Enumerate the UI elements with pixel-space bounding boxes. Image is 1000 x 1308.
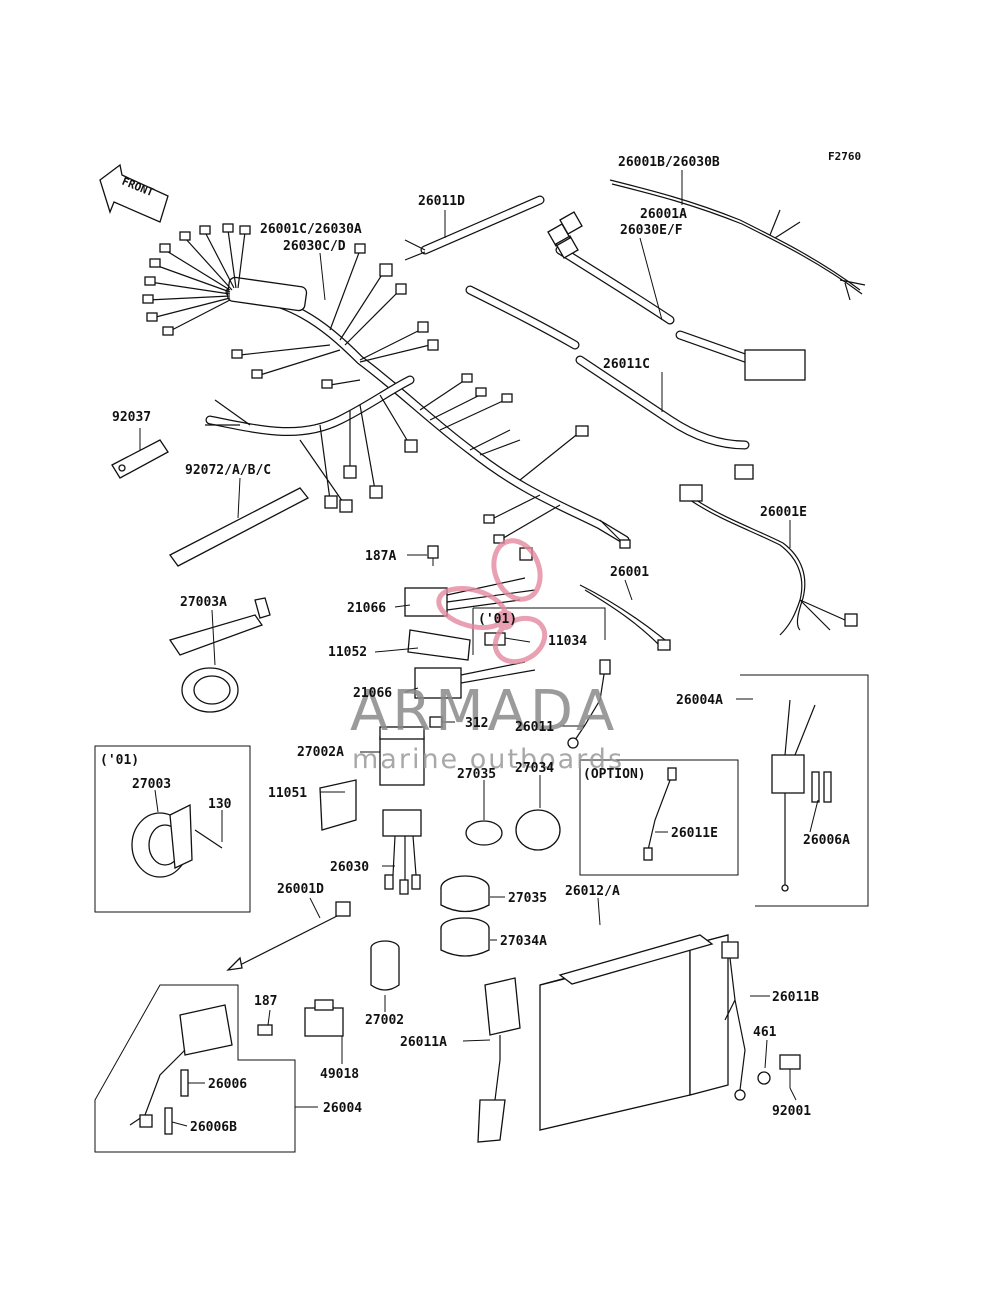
sub-harness-26001 xyxy=(579,584,671,651)
part-461-washer xyxy=(757,1071,771,1085)
label-26004a: 26004A xyxy=(676,693,723,708)
label-27034a: 27034A xyxy=(500,934,547,949)
label-92037: 92037 xyxy=(112,410,151,425)
part-26011b-cable xyxy=(721,941,746,1101)
label-187a: 187A xyxy=(365,549,396,564)
label-01-box: ('01) xyxy=(100,753,139,768)
part-26012-battery xyxy=(539,934,729,1131)
label-26011c: 26011C xyxy=(603,357,650,372)
sub-harness-26001e xyxy=(679,484,858,636)
part-92037-clamp xyxy=(111,439,169,479)
part-49018-relay xyxy=(304,999,344,1037)
label-27003a: 27003A xyxy=(180,595,227,610)
label-26001c-26030a: 26001C/26030A xyxy=(260,222,362,237)
label-26001b-26030b: 26001B/26030B xyxy=(618,155,720,170)
armada-logo-mark xyxy=(436,538,548,665)
group-26004a-box xyxy=(740,674,869,907)
part-27034-unit xyxy=(515,809,561,851)
bracket-21066-group xyxy=(472,607,606,655)
armada-watermark: ARMADA marine outboards xyxy=(350,538,624,775)
label-21066-bottom: 21066 xyxy=(353,686,392,701)
label-26011b: 26011B xyxy=(772,990,819,1005)
part-26001d-lead xyxy=(226,901,351,971)
sub-harness-26001a xyxy=(547,211,806,381)
label-26030c-d: 26030C/D xyxy=(283,239,346,254)
label-26006b: 26006B xyxy=(190,1120,237,1135)
label-26006: 26006 xyxy=(208,1077,247,1092)
label-26011a: 26011A xyxy=(400,1035,447,1050)
part-27035-band-top xyxy=(465,820,503,846)
part-11052-bracket xyxy=(407,629,471,661)
front-direction-arrow: FRONT xyxy=(99,163,169,223)
label-26012-a: 26012/A xyxy=(565,884,620,899)
label-11051: 11051 xyxy=(268,786,307,801)
part-11051-bracket xyxy=(319,779,357,831)
part-27002-relay xyxy=(370,940,400,991)
label-26030e-f: 26030E/F xyxy=(620,223,683,238)
label-27035-top: 27035 xyxy=(457,767,496,782)
label-92072: 92072/A/B/C xyxy=(185,463,271,478)
label-187: 187 xyxy=(254,994,277,1009)
part-26011-cable xyxy=(567,659,611,749)
label-11034: 11034 xyxy=(548,634,587,649)
part-187a-bolt xyxy=(427,545,439,566)
main-wiring-harness xyxy=(142,223,631,561)
label-27003: 27003 xyxy=(132,777,171,792)
part-27003a-horn xyxy=(168,597,271,713)
part-187-bolt xyxy=(257,1024,273,1036)
label-27002: 27002 xyxy=(365,1013,404,1028)
sub-harness-26001b xyxy=(609,179,866,301)
label-461: 461 xyxy=(753,1025,777,1040)
part-labels: 26001B/26030B 26011D 26001C/26030A 26030… xyxy=(100,155,850,1135)
label-26011d: 26011D xyxy=(418,194,465,209)
label-26001: 26001 xyxy=(610,565,649,580)
label-option: (OPTION) xyxy=(583,767,646,782)
part-92001-bolt xyxy=(779,1054,801,1088)
label-92001: 92001 xyxy=(772,1104,811,1119)
label-27034: 27034 xyxy=(515,761,554,776)
label-27035-bottom: 27035 xyxy=(508,891,547,906)
label-26011: 26011 xyxy=(515,720,554,735)
label-11052: 11052 xyxy=(328,645,367,660)
group-01-horn-box xyxy=(94,745,251,913)
part-92072-cable-tie xyxy=(169,487,310,567)
sub-harness-26011d xyxy=(404,195,545,261)
figure-code: F2760 xyxy=(828,150,861,163)
label-26004: 26004 xyxy=(323,1101,362,1116)
label-01-small: ('01) xyxy=(478,612,517,627)
label-130: 130 xyxy=(208,797,232,812)
part-27002a-relay xyxy=(379,726,425,786)
part-26011a-cover xyxy=(477,977,521,1143)
part-27035-band-bottom xyxy=(440,875,490,913)
group-option-box xyxy=(579,759,739,876)
label-26030: 26030 xyxy=(330,860,369,875)
group-26004-box xyxy=(94,984,296,1153)
label-26006a: 26006A xyxy=(803,833,850,848)
watermark-tagline: marine outboards xyxy=(352,744,624,775)
label-312: 312 xyxy=(465,716,488,731)
label-21066-top: 21066 xyxy=(347,601,386,616)
watermark-brand: ARMADA xyxy=(350,679,618,744)
label-26001e: 26001E xyxy=(760,505,807,520)
label-49018: 49018 xyxy=(320,1067,359,1082)
label-26011e: 26011E xyxy=(671,826,718,841)
leader-lines xyxy=(139,170,819,1127)
part-26030-relay-harness xyxy=(382,809,422,895)
sub-harness-26011c xyxy=(465,285,754,480)
label-26001a: 26001A xyxy=(640,207,687,222)
part-27034a-unit xyxy=(440,917,490,957)
label-27002a: 27002A xyxy=(297,745,344,760)
part-21066-regulator-bottom xyxy=(414,661,536,699)
label-26001d: 26001D xyxy=(277,882,324,897)
